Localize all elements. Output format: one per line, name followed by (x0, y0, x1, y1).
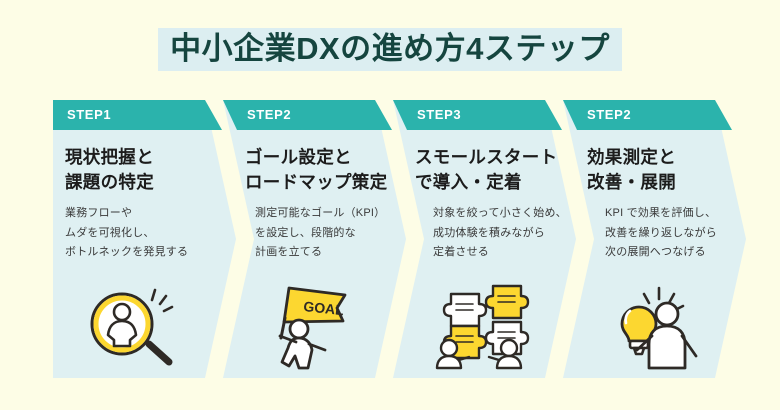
step-header-band (393, 100, 562, 130)
step-description: 業務フローや ムダを可視化し、 ボトルネックを発見する (65, 207, 189, 259)
step-description: KPI で効果を評価し、 改善を繰り返しながら 次の展開へつなげる (605, 207, 717, 259)
step-label: STEP2 (587, 107, 632, 122)
step-header-band (563, 100, 732, 130)
magnifier-person-icon (90, 288, 174, 366)
step-description: 対象を絞って小さく始め、 成功体験を積みながら 定着させる (433, 207, 567, 259)
step-heading: スモールスタート で導入・定着 (415, 147, 558, 192)
step-label: STEP1 (67, 107, 112, 122)
step-panel-1[interactable]: STEP1 現状把握と 課題の特定 業務フローや ムダを可視化し、 ボトルネック… (53, 100, 236, 378)
step-header-band (223, 100, 392, 130)
page-title-container: 中小企業DXの進め方4ステップ (0, 28, 780, 71)
step-heading: ゴール設定と ロードマップ策定 (245, 147, 388, 192)
puzzle-people-icon (435, 284, 530, 370)
step-label: STEP2 (247, 107, 292, 122)
step-label: STEP3 (417, 107, 462, 122)
goal-flag-person-icon: GOAL (278, 286, 347, 370)
lightbulb-person-icon (620, 286, 698, 370)
steps-container: STEP1 現状把握と 課題の特定 業務フローや ムダを可視化し、 ボトルネック… (53, 100, 746, 378)
svg-text:GOAL: GOAL (303, 298, 345, 318)
step-description: 測定可能なゴール（KPI） を設定し、段階的な 計画を立てる (255, 207, 386, 259)
step-heading: 現状把握と 課題の特定 (65, 147, 154, 192)
page-title: 中小企業DXの進め方4ステップ (158, 28, 622, 71)
step-header-band (53, 100, 222, 130)
step-panel-4[interactable]: STEP2 効果測定と 改善・展開 KPI で効果を評価し、 改善を繰り返しなが… (563, 100, 746, 378)
step-panel-2[interactable]: STEP2 ゴール設定と ロードマップ策定 測定可能なゴール（KPI） を設定し… (223, 100, 406, 378)
step-heading: 効果測定と 改善・展開 (587, 147, 676, 192)
step-panel-3[interactable]: STEP3 スモールスタート で導入・定着 対象を絞って小さく始め、 成功体験を… (393, 100, 576, 378)
